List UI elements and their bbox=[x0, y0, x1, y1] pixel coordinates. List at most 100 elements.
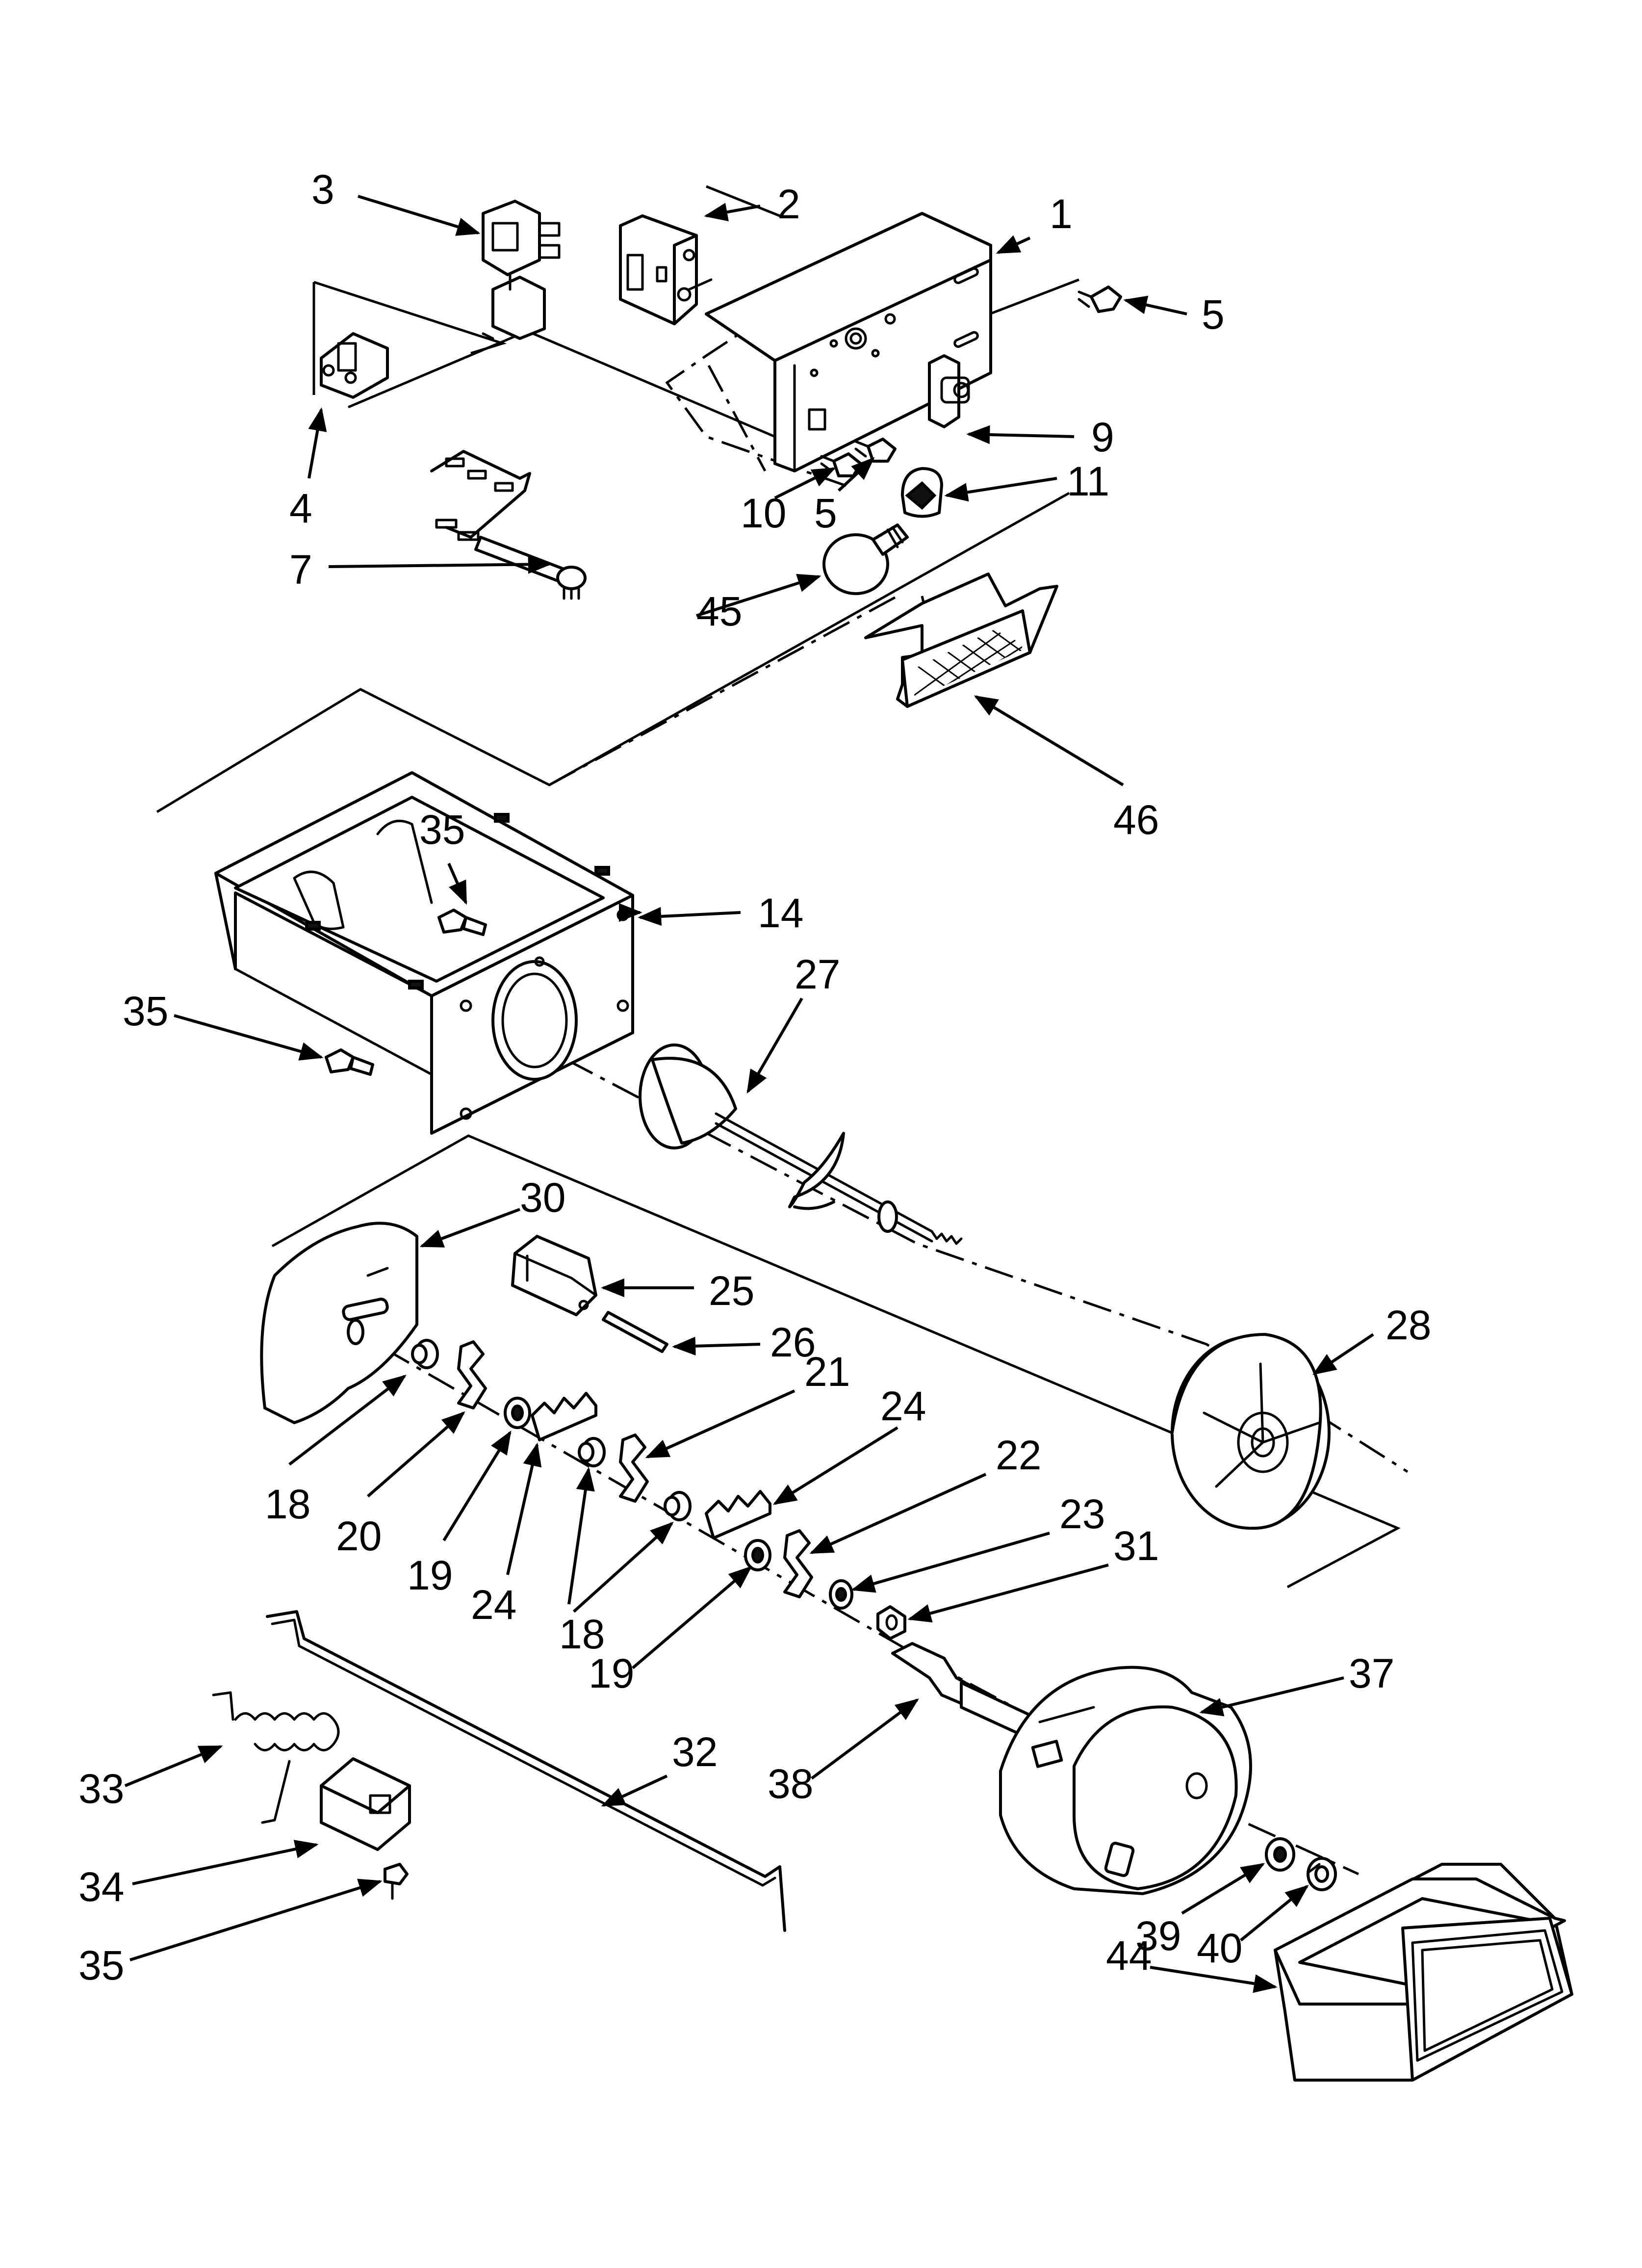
auger-drum bbox=[1171, 1333, 1331, 1530]
callout-1: 1 bbox=[1050, 191, 1073, 237]
callout-10: 10 bbox=[741, 490, 786, 536]
ice-bin-housing bbox=[214, 771, 634, 1135]
bracket bbox=[320, 1757, 411, 1851]
leader-18a bbox=[288, 1375, 407, 1466]
callout-3: 3 bbox=[311, 166, 334, 212]
leader-31 bbox=[907, 1564, 1109, 1623]
clip bbox=[1307, 1857, 1337, 1891]
callout-31: 31 bbox=[1113, 1523, 1159, 1569]
nut bbox=[876, 1605, 906, 1640]
leader-20 bbox=[367, 1411, 465, 1498]
callout-14: 14 bbox=[758, 890, 803, 936]
callout-35-bin: 35 bbox=[419, 807, 465, 853]
callout-33: 33 bbox=[78, 1766, 124, 1812]
guide-line-bracket bbox=[348, 330, 775, 438]
guide-line-bin-top bbox=[156, 492, 1070, 813]
auger-motor bbox=[999, 1666, 1252, 1895]
washer bbox=[744, 1539, 771, 1571]
washer bbox=[829, 1579, 853, 1610]
crusher-housing bbox=[511, 1235, 597, 1316]
blade bbox=[457, 1340, 487, 1409]
leader-22 bbox=[809, 1473, 987, 1554]
callout-leaders bbox=[124, 195, 1374, 1993]
lamp-cover bbox=[864, 573, 1058, 708]
washer bbox=[1265, 1837, 1295, 1872]
callout-44: 44 bbox=[1106, 1932, 1152, 1979]
leader-27 bbox=[746, 997, 803, 1094]
guide-line-housing bbox=[707, 365, 767, 472]
callout-5-top: 5 bbox=[1202, 291, 1225, 338]
screw bbox=[325, 1048, 374, 1076]
guide-line-switch bbox=[706, 185, 780, 217]
leader-19a bbox=[442, 1430, 512, 1541]
leader-30 bbox=[419, 1208, 521, 1248]
leader-2 bbox=[704, 203, 761, 222]
leader-9 bbox=[966, 425, 1075, 444]
solenoid-bracket bbox=[320, 332, 389, 399]
guide-line-bin-lamp bbox=[548, 595, 898, 786]
leader-40 bbox=[1240, 1884, 1309, 1942]
leader-24a bbox=[506, 1442, 542, 1575]
callout-20: 20 bbox=[336, 1513, 382, 1559]
guide-line-lamp bbox=[665, 283, 847, 487]
motor-bracket bbox=[891, 1642, 1046, 1736]
callout-37: 37 bbox=[1349, 1650, 1394, 1696]
leader-24b bbox=[772, 1426, 898, 1505]
bearing bbox=[578, 1437, 606, 1467]
screw bbox=[437, 909, 487, 936]
screw bbox=[384, 1863, 409, 1900]
leader-35-left bbox=[174, 1014, 324, 1061]
bearing bbox=[411, 1339, 439, 1369]
callout-5-mid: 5 bbox=[814, 490, 837, 536]
lamp-socket bbox=[901, 467, 943, 518]
pin bbox=[602, 1311, 668, 1353]
leader-18b2 bbox=[572, 1521, 674, 1613]
leader-32 bbox=[601, 1774, 668, 1807]
callout-18b: 18 bbox=[559, 1611, 605, 1657]
leader-11 bbox=[944, 477, 1057, 502]
motor-cover bbox=[1274, 1863, 1573, 2082]
leader-33 bbox=[124, 1745, 223, 1787]
leader-18b1 bbox=[567, 1467, 595, 1605]
leader-23 bbox=[851, 1532, 1050, 1593]
callout-9: 9 bbox=[1091, 414, 1114, 460]
leader-37 bbox=[1199, 1676, 1344, 1717]
leader-26 bbox=[672, 1336, 761, 1356]
callout-21: 21 bbox=[804, 1349, 850, 1395]
leader-35-bottom bbox=[129, 1878, 383, 1961]
dispenser-motor-switch bbox=[619, 214, 713, 325]
callout-35-left: 35 bbox=[123, 988, 168, 1034]
screw bbox=[854, 438, 897, 463]
leader-5-top bbox=[1123, 295, 1187, 315]
callout-35-bottom: 35 bbox=[78, 1942, 124, 1988]
callout-19b: 19 bbox=[589, 1650, 634, 1696]
callout-18a: 18 bbox=[265, 1481, 310, 1527]
washer bbox=[504, 1397, 531, 1429]
callout-38: 38 bbox=[768, 1761, 813, 1807]
callout-2: 2 bbox=[777, 181, 800, 227]
callout-24a: 24 bbox=[471, 1582, 516, 1628]
leader-14 bbox=[638, 907, 741, 926]
callout-4: 4 bbox=[289, 485, 312, 531]
solenoid bbox=[482, 200, 561, 340]
callout-labels: 1 2 3 4 5 5 7 9 10 11 14 18 18 19 19 20 … bbox=[78, 166, 1431, 1988]
callout-46: 46 bbox=[1113, 797, 1159, 843]
callout-30: 30 bbox=[520, 1174, 565, 1221]
leader-28 bbox=[1312, 1333, 1374, 1375]
wire-harness bbox=[430, 450, 587, 600]
callout-28: 28 bbox=[1385, 1302, 1431, 1348]
leader-4 bbox=[308, 407, 327, 479]
callout-7: 7 bbox=[289, 547, 312, 593]
screw bbox=[1078, 286, 1122, 313]
leader-39 bbox=[1181, 1863, 1265, 1915]
rod bbox=[266, 1610, 786, 1932]
leader-21 bbox=[645, 1389, 795, 1459]
callout-24b: 24 bbox=[880, 1383, 926, 1429]
callout-40: 40 bbox=[1197, 1925, 1242, 1971]
bearing bbox=[664, 1491, 692, 1521]
leader-19b bbox=[632, 1565, 752, 1669]
leader-35-bin bbox=[447, 862, 467, 905]
leader-45 bbox=[696, 574, 821, 617]
callout-34: 34 bbox=[78, 1864, 124, 1910]
